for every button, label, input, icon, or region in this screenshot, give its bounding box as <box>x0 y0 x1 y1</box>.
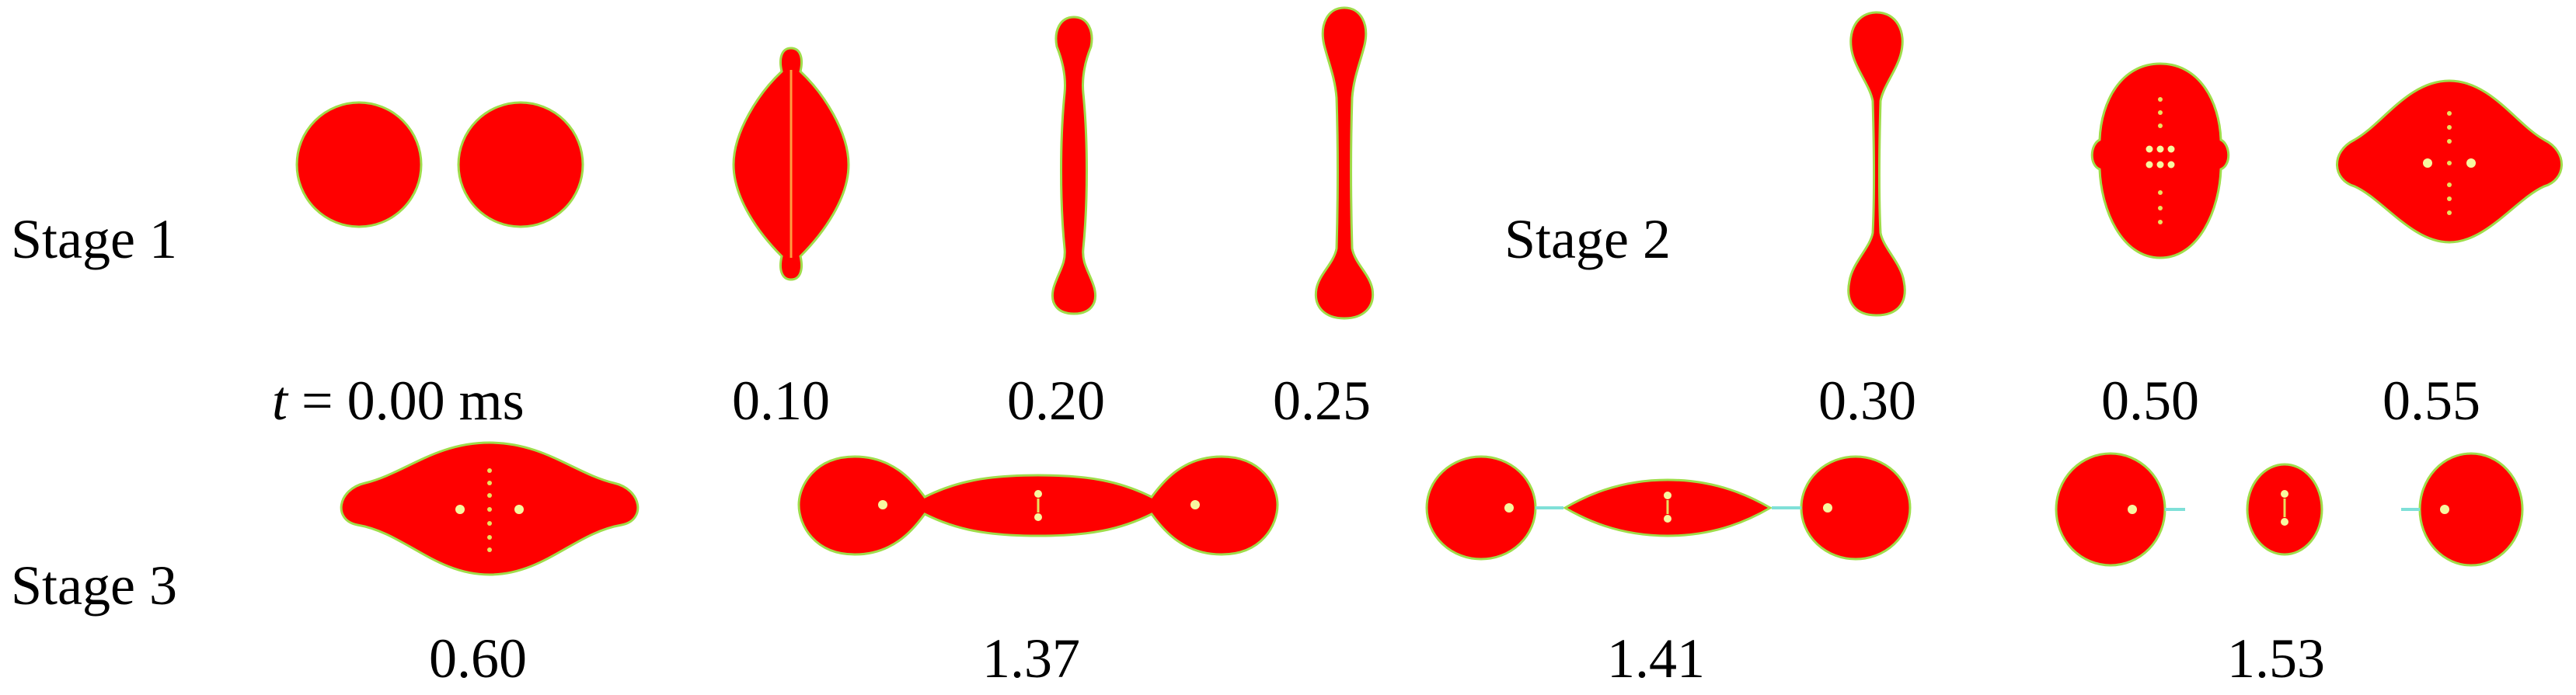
bubble-center-bottom <box>1664 515 1671 523</box>
bubble-right <box>1823 503 1832 513</box>
time-label-1.37: 1.37 <box>982 627 1080 690</box>
frame-t-1.41 <box>1425 455 1912 561</box>
bubble-right <box>2440 505 2449 514</box>
frame-t-0.20 <box>1051 16 1096 315</box>
droplet-column <box>1847 11 1906 317</box>
bubble-center-top <box>2281 490 2288 498</box>
bubble-center-bottom <box>1034 513 1042 521</box>
bubble-cluster <box>2146 97 2175 224</box>
stage-3-label: Stage 3 <box>11 554 177 617</box>
droplet-column <box>1051 16 1096 315</box>
frame-t-0.00 <box>295 101 584 228</box>
frame-t-0.30 <box>1847 11 1906 317</box>
bubble-left <box>2128 505 2137 514</box>
time-label-0.60: 0.60 <box>429 627 527 690</box>
time-label-1.41: 1.41 <box>1607 627 1705 690</box>
time-label-t0: t = 0.00 ms <box>272 370 525 432</box>
droplet-right <box>2418 452 2524 567</box>
frame-t-0.50 <box>2090 62 2230 259</box>
droplet-merged <box>2090 62 2230 259</box>
frame-t-0.10 <box>732 47 850 281</box>
bubble-center-top <box>1664 492 1671 499</box>
time-label-0.20: 0.20 <box>1007 370 1105 432</box>
stage-1-label: Stage 1 <box>11 208 177 270</box>
droplet-right <box>457 101 584 228</box>
droplet-left <box>2055 452 2166 567</box>
droplet-right <box>1800 455 1912 561</box>
droplet-left <box>1425 455 1537 561</box>
bubble-right <box>1190 500 1200 509</box>
droplet-left <box>295 101 423 228</box>
bubble-cluster <box>455 468 524 552</box>
bubble-center-top <box>1034 490 1042 498</box>
time-label-0.10: 0.10 <box>732 370 830 432</box>
bubble-center-bottom <box>2281 518 2288 526</box>
frame-t-0.25 <box>1314 6 1375 320</box>
frame-t-0.60 <box>340 441 640 576</box>
time-label-0.30: 0.30 <box>1818 370 1916 432</box>
time-label-0.25: 0.25 <box>1273 370 1371 432</box>
time-label-0.50: 0.50 <box>2101 370 2199 432</box>
stage-2-label: Stage 2 <box>1504 208 1671 270</box>
bubble-left <box>878 500 887 509</box>
frame-t-1.37 <box>797 455 1279 556</box>
bubble-left <box>1504 503 1514 513</box>
frame-t-1.53 <box>2055 452 2524 567</box>
droplet-column <box>1314 6 1375 320</box>
time-label-0.55: 0.55 <box>2383 370 2480 432</box>
bubble-cluster <box>2423 111 2476 215</box>
frame-t-0.55 <box>2336 79 2563 244</box>
time-label-1.53: 1.53 <box>2227 627 2325 690</box>
